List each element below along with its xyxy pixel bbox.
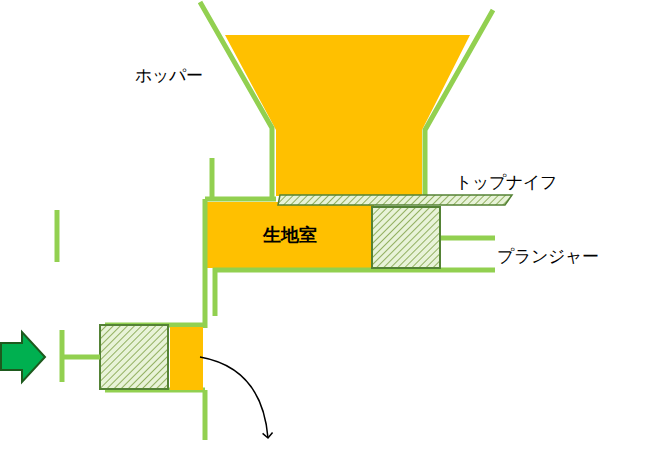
chamber-label: 生地室: [263, 223, 317, 247]
part-name: プランジャー: [497, 247, 599, 266]
part-name: トップナイフ: [455, 173, 557, 192]
part-name: ホッパー: [135, 66, 203, 85]
dough-chamber: 生地室: [207, 202, 372, 268]
